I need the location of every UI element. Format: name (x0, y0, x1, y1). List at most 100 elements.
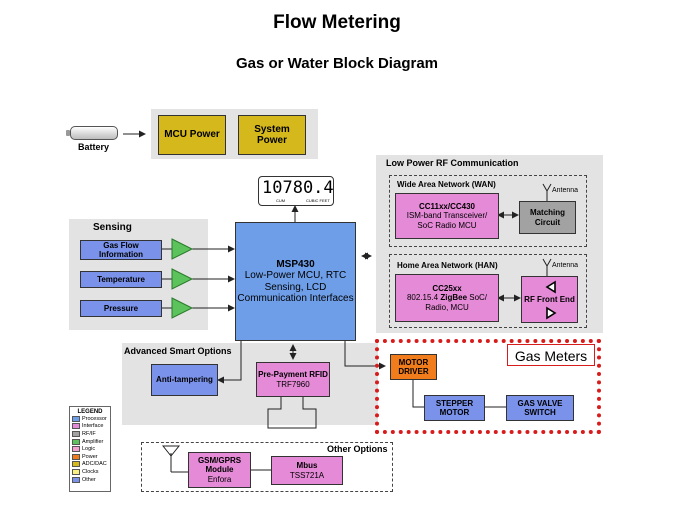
wan-title: Wide Area Network (WAN) (397, 180, 496, 189)
lcd-display: 10780.4 CUM CUBIC FEET (258, 176, 334, 206)
legend-item: Logic (70, 445, 110, 453)
legend-label: Logic (82, 446, 96, 453)
han-box (389, 254, 587, 328)
wan-antenna-label: Antenna (552, 187, 579, 194)
wan-desc-line2: SoC Radio MCU (417, 220, 477, 230)
sensor-temperature-label: Temperature (97, 274, 145, 284)
legend-swatch (72, 453, 80, 460)
legend-label: Clocks (82, 468, 99, 475)
system-power-block: System Power (238, 115, 306, 155)
han-antenna-label: Antenna (552, 262, 579, 269)
matching-circuit-block: Matching Circuit (519, 201, 576, 234)
legend-label: Amplifier (82, 438, 104, 445)
mbus-block: Mbus TSS721A (271, 456, 343, 485)
stepper-motor-line1: STEPPER (435, 398, 474, 408)
legend-item: Clocks (70, 468, 110, 476)
mcu-power-label: MCU Power (164, 129, 220, 141)
wan-box (389, 175, 587, 247)
rfid-label: Pre-Payment RFID (258, 370, 328, 380)
gsm-line2: Module (205, 465, 234, 475)
lcd-unit-left: CUM (276, 198, 286, 203)
gas-valve-line1: GAS VALVE (517, 398, 563, 408)
rfid-block: Pre-Payment RFID TRF7960 (256, 362, 330, 397)
mcu-power-block: MCU Power (158, 115, 226, 155)
sensor-temperature: Temperature (80, 271, 162, 288)
mcu-line3: Communication Interfaces (237, 293, 354, 304)
anti-tampering-label: Anti-tampering (156, 375, 213, 385)
gsm-block: GSM/GPRS Module Enfora (188, 452, 251, 488)
lcd-digits: 10780.4 (262, 178, 334, 198)
mcu-line1: Low-Power MCU, RTC (244, 270, 347, 281)
legend-swatch (72, 415, 80, 422)
legend-item: Other (70, 476, 110, 484)
han-chip-name: CC25xx (432, 284, 462, 294)
han-desc-std: 802.15.4 (406, 293, 441, 303)
rf-amplifier-icons (545, 280, 557, 320)
mbus-part: TSS721A (289, 470, 325, 480)
wan-desc-line1: ISM-band Transceiver/ (406, 211, 488, 221)
lcd-unit-right: CUBIC FEET (306, 198, 330, 203)
han-desc-zigbee: ZigBee (440, 293, 468, 303)
han-desc-soc: SoC/ (467, 293, 488, 303)
han-chip-block: CC25xx 802.15.4 ZigBee SoC/ Radio, MCU (395, 274, 499, 322)
legend-swatch (72, 476, 80, 483)
legend-label: ADC/DAC (82, 461, 107, 468)
page-subtitle: Gas or Water Block Diagram (235, 55, 438, 72)
motor-driver-line1: MOTOR (398, 357, 429, 367)
legend-title: LEGEND (77, 409, 103, 415)
legend-label: Power (82, 453, 98, 460)
mcu-name: MSP430 (276, 258, 315, 270)
matching-line2: Circuit (534, 217, 561, 227)
gsm-line1: GSM/GPRS (197, 456, 242, 466)
wan-chip-name: CC11xx/CC430 (418, 202, 476, 212)
system-power-line2: Power (256, 135, 287, 146)
system-power-line1: System (254, 123, 290, 135)
rf-title: Low Power RF Communication (386, 158, 519, 168)
legend-swatch (72, 430, 80, 437)
legend-item: Amplifier (70, 438, 110, 446)
han-title: Home Area Network (HAN) (397, 261, 498, 270)
mcu-line2: Sensing, LCD (264, 281, 327, 293)
gas-valve-switch-block: GAS VALVE SWITCH (506, 395, 574, 421)
motor-driver-block: MOTOR DRIVER (390, 354, 437, 380)
gas-meters-box (375, 339, 601, 434)
legend-item: ADC/DAC (70, 461, 110, 469)
legend-item: RF/IF (70, 430, 110, 438)
wan-chip-block: CC11xx/CC430 ISM-band Transceiver/ SoC R… (395, 193, 499, 239)
advanced-title: Advanced Smart Options (124, 346, 232, 356)
rf-amp-left-icon (545, 280, 556, 294)
gas-meters-label: Gas Meters (507, 344, 595, 366)
legend-item: Power (70, 453, 110, 461)
gas-valve-line2: SWITCH (524, 408, 556, 417)
sensor-gas-flow-label: Gas Flow Information (99, 240, 143, 259)
legend-item: Interface (70, 423, 110, 431)
legend-label: Processor (82, 415, 107, 422)
sensor-gas-flow: Gas Flow Information (80, 240, 162, 260)
stepper-motor-block: STEPPER MOTOR (424, 395, 485, 421)
sensor-pressure: Pressure (80, 300, 162, 317)
page-title: Flow Metering (273, 12, 401, 33)
legend-label: Interface (82, 423, 104, 430)
legend-swatch (72, 423, 80, 430)
rf-amp-right-icon (546, 306, 557, 320)
rfid-part: TRF7960 (276, 379, 310, 389)
mbus-label: Mbus (296, 461, 318, 471)
han-desc-line2: Radio, MCU (425, 302, 469, 312)
motor-driver-line2: DRIVER (398, 367, 429, 376)
legend-swatch (72, 438, 80, 445)
legend-label: Other (82, 476, 96, 483)
stepper-motor-line2: MOTOR (439, 408, 470, 417)
matching-line1: Matching (529, 208, 566, 218)
han-desc-line1: 802.15.4 ZigBee SoC/ (407, 293, 487, 302)
legend-swatch (72, 461, 80, 468)
legend-item: Processor (70, 415, 110, 423)
sensing-title: Sensing (93, 222, 132, 233)
sensor-pressure-label: Pressure (103, 303, 139, 313)
other-options-box (141, 442, 393, 492)
battery-icon (66, 126, 118, 140)
other-options-title: Other Options (327, 444, 388, 454)
gsm-part: Enfora (207, 474, 232, 484)
